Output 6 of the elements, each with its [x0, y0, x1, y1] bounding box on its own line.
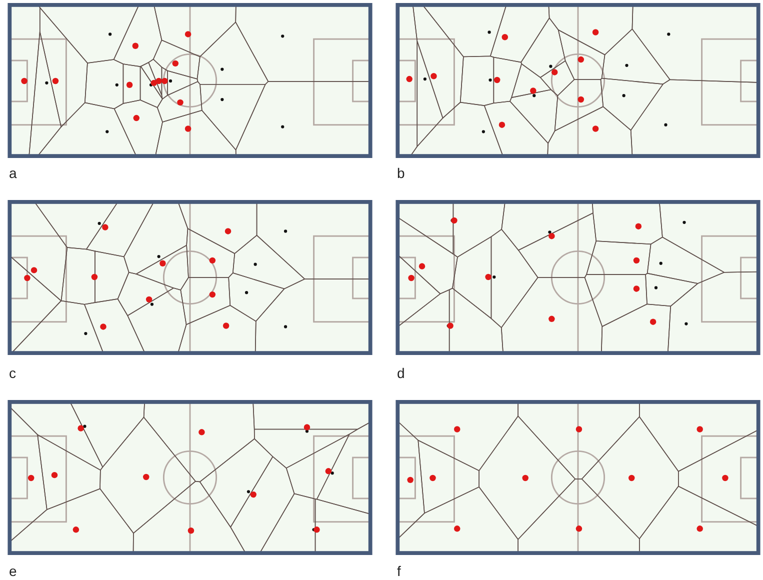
panel-label: e: [9, 564, 17, 578]
panel-label: d: [397, 366, 405, 380]
panel-label: c: [9, 366, 16, 380]
panel-label: a: [9, 166, 17, 180]
panel-label: f: [397, 564, 401, 578]
panel-label: b: [397, 166, 405, 180]
